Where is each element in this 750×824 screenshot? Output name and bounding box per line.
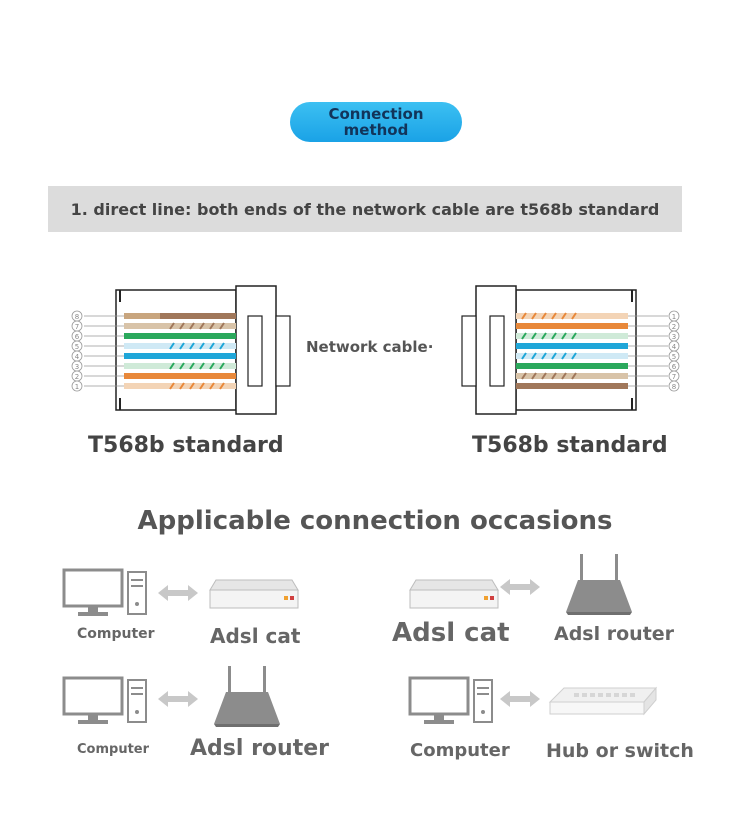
direct-line-banner: 1. direct line: both ends of the network… bbox=[48, 186, 682, 232]
pill-line-1: Connection bbox=[328, 105, 424, 123]
right-standard-label: T568b standard bbox=[472, 433, 668, 458]
right-pin-label: 4 bbox=[672, 343, 677, 351]
right-pin-label: 1 bbox=[672, 313, 676, 321]
occasion-2-left-label: Adsl cat bbox=[392, 618, 510, 648]
pill-line-2: method bbox=[343, 121, 409, 139]
left-pin-label: 1 bbox=[75, 383, 79, 391]
right-pin-label: 2 bbox=[672, 323, 676, 331]
network-cable-label: Network cable· bbox=[306, 338, 434, 356]
router-icon bbox=[566, 554, 632, 615]
double-arrow-icon bbox=[158, 585, 198, 601]
left-pin-label: 7 bbox=[75, 323, 79, 331]
adsl-modem-icon bbox=[409, 579, 499, 609]
occasion-1-right-label: Adsl cat bbox=[210, 624, 301, 648]
left-pin-label: 8 bbox=[75, 313, 79, 321]
occasion-2-right-label: Adsl router bbox=[554, 623, 675, 645]
occasion-4-left-label: Computer bbox=[410, 740, 510, 761]
double-arrow-icon bbox=[158, 691, 198, 707]
occasion-4-right-label: Hub or switch bbox=[546, 740, 694, 762]
left-pin-label: 3 bbox=[75, 363, 79, 371]
computer-icon bbox=[408, 676, 493, 724]
occasion-1-left-label: Computer bbox=[77, 626, 155, 642]
right-pin-label: 7 bbox=[672, 373, 676, 381]
computer-icon bbox=[62, 568, 147, 616]
switch-icon bbox=[548, 686, 658, 716]
right-pin-label: 8 bbox=[672, 383, 676, 391]
computer-icon bbox=[62, 676, 147, 724]
double-arrow-icon bbox=[500, 579, 540, 595]
occasions-title: Applicable connection occasions bbox=[137, 506, 613, 536]
right-pin-label: 3 bbox=[672, 333, 676, 341]
left-standard-label: T568b standard bbox=[88, 433, 284, 458]
right-pin-label: 6 bbox=[672, 363, 677, 371]
occasion-3-left-label: Computer bbox=[77, 742, 150, 757]
right-rj45-connector: 1 2 3 4 5 6 7 8 bbox=[461, 285, 680, 415]
occasion-3-right-label: Adsl router bbox=[190, 736, 329, 761]
right-pin-label: 5 bbox=[672, 353, 676, 361]
banner-text: 1. direct line: both ends of the network… bbox=[70, 199, 660, 219]
left-pin-label: 5 bbox=[75, 343, 79, 351]
left-pin-label: 2 bbox=[75, 373, 79, 381]
left-pin-label: 6 bbox=[75, 333, 80, 341]
double-arrow-icon bbox=[500, 691, 540, 707]
left-rj45-connector: 8 7 6 5 4 3 2 1 bbox=[71, 285, 291, 415]
left-pin-label: 4 bbox=[75, 353, 80, 361]
router-icon bbox=[214, 666, 280, 727]
connection-method-pill: Connection method bbox=[290, 102, 462, 142]
adsl-modem-icon bbox=[209, 579, 299, 609]
